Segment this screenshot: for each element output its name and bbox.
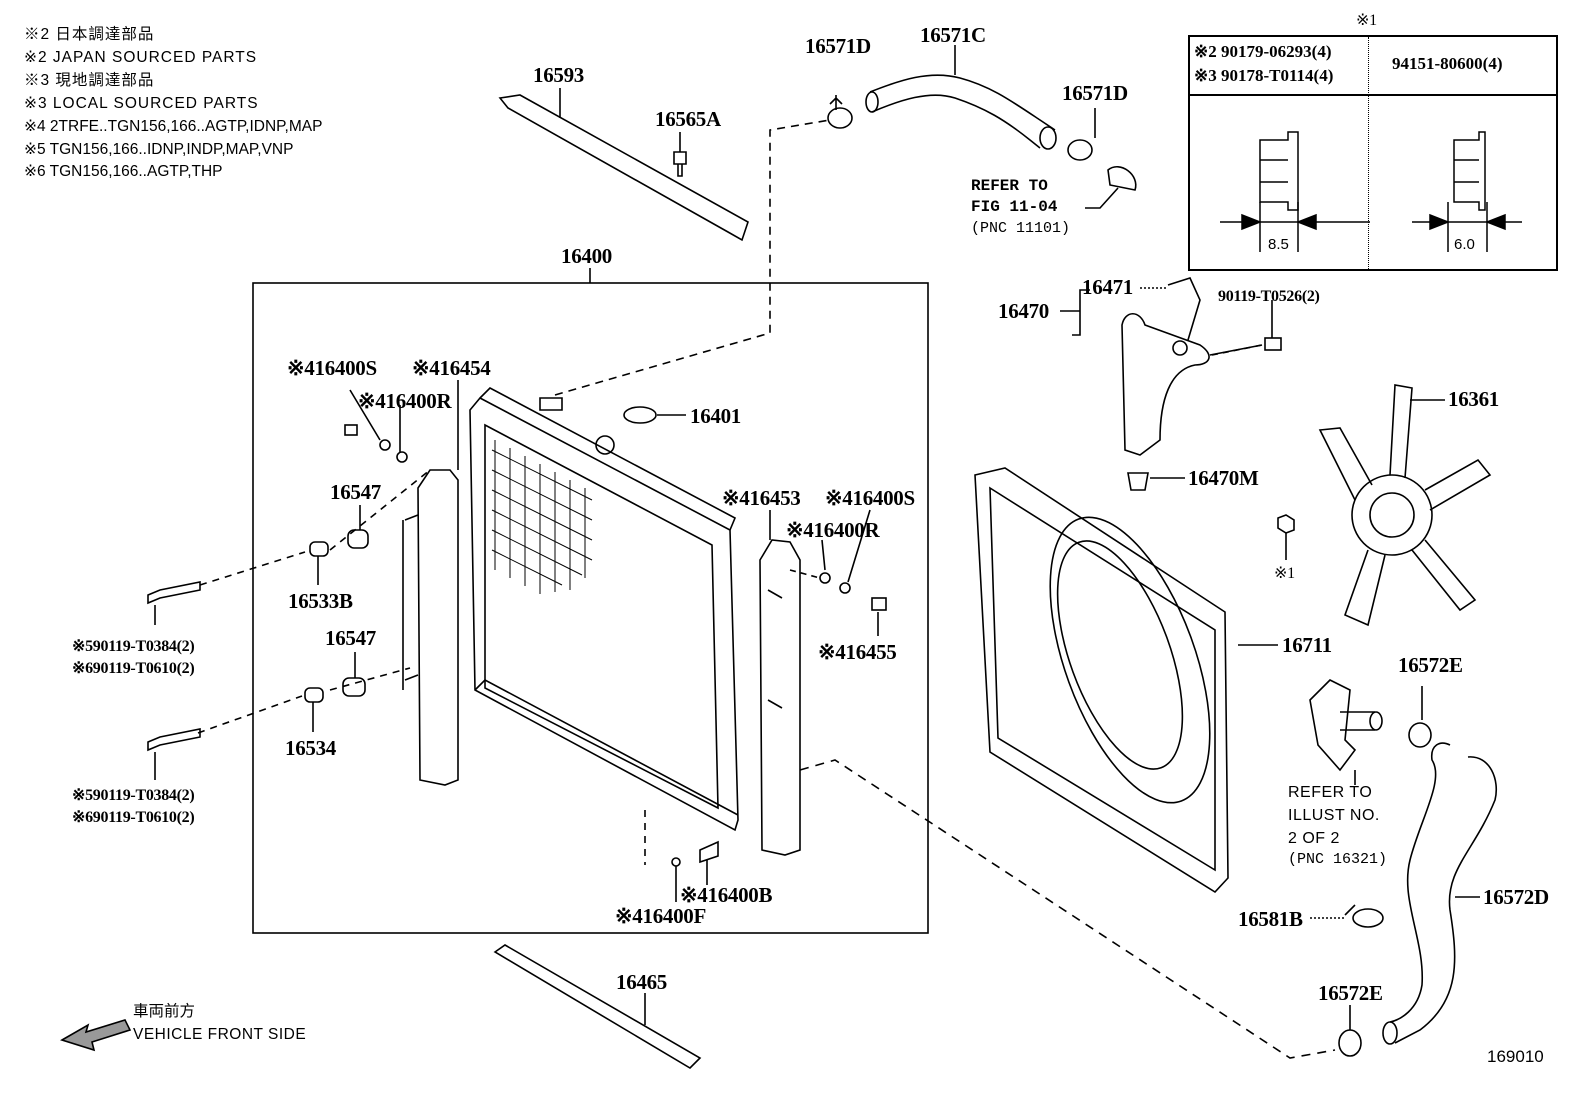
- part-label-16572E[interactable]: 16572E: [1318, 981, 1383, 1005]
- water-inlet-housing: [1309, 679, 1383, 785]
- radiator-16400: [469, 387, 739, 832]
- part-label-16400R[interactable]: ※416400R: [786, 518, 880, 542]
- part-label-16533B[interactable]: 16533B: [288, 589, 353, 613]
- reference-line: ILLUST NO.: [1288, 807, 1380, 824]
- part-label-16581B[interactable]: 16581B: [1238, 907, 1303, 931]
- drain-cock-16400B: [644, 810, 719, 902]
- engine-outlet-pipe: [1107, 166, 1137, 191]
- note-line: ※2 JAPAN SOURCED PARTS: [24, 49, 258, 66]
- vehicle-front-label-jp: 車両前方: [133, 1003, 196, 1020]
- part-label-90119-T0610[interactable]: ※690119-T0610(2): [72, 809, 195, 826]
- part-label-16361[interactable]: 16361: [1448, 387, 1500, 411]
- reference-line: REFER TO: [1288, 784, 1373, 801]
- note-line: ※6 TGN156,166..AGTP,THP: [24, 163, 223, 180]
- bolts-right: [789, 509, 887, 636]
- bolts-left: [147, 389, 431, 780]
- part-label-16470[interactable]: 16470: [998, 299, 1050, 323]
- nut-table: ※2 90179-06293(4) ※3 90178-T0114(4) 9415…: [1188, 35, 1558, 271]
- part-label-16547[interactable]: 16547: [330, 480, 382, 504]
- clamp-16581B: [1310, 904, 1384, 928]
- vehicle-front-arrow-icon: [60, 1019, 132, 1052]
- clamp-16571D: [827, 95, 1096, 161]
- radiator-cap-16401: [623, 406, 657, 424]
- part-label-16470M[interactable]: 16470M: [1188, 466, 1259, 490]
- note-line: ※4 2TRFE..TGN156,166..AGTP,IDNP,MAP: [24, 118, 323, 135]
- part-label-mark-1[interactable]: ※1: [1274, 565, 1295, 582]
- nut-part-number: 94151-80600(4): [1392, 54, 1503, 73]
- seal-16465: [493, 944, 702, 1070]
- part-label-16400S[interactable]: ※416400S: [825, 486, 915, 510]
- nut-dimension: 6.0: [1454, 236, 1475, 253]
- dashed-hose-route: [799, 759, 1336, 1059]
- part-label-16455[interactable]: ※416455: [818, 640, 897, 664]
- part-label-90119-T0384[interactable]: ※590119-T0384(2): [72, 638, 195, 655]
- side-bracket-16453: [759, 510, 801, 856]
- fan-shroud-16711: [974, 467, 1278, 894]
- part-label-16565A[interactable]: 16565A: [655, 107, 721, 131]
- fan-16361: [1277, 384, 1492, 627]
- part-label-16400F[interactable]: ※416400F: [615, 904, 707, 928]
- hose-16572D: [1382, 742, 1497, 1045]
- note-line: ※3 現地調達部品: [24, 72, 155, 89]
- reference-line: FIG 11-04: [971, 198, 1058, 216]
- assembly-box-16400: [252, 282, 929, 934]
- reference-line: (PNC 16321): [1288, 851, 1388, 868]
- note-line: ※2 日本調達部品: [24, 26, 155, 43]
- part-label-16572E[interactable]: 16572E: [1398, 653, 1463, 677]
- part-label-16571C[interactable]: 16571C: [920, 23, 986, 47]
- clip-16565A: [673, 132, 687, 177]
- part-label-16593[interactable]: 16593: [533, 63, 585, 87]
- part-label-16453[interactable]: ※416453: [722, 486, 801, 510]
- figure-number: 169010: [1487, 1047, 1544, 1066]
- cap-16470M: [1127, 472, 1185, 491]
- part-label-90119-T0526[interactable]: 90119-T0526(2): [1218, 288, 1320, 305]
- part-label-16571D[interactable]: 16571D: [805, 34, 871, 58]
- part-label-16471[interactable]: 16471: [1082, 275, 1134, 299]
- reservoir-tank-16470: [1060, 277, 1282, 456]
- part-label-90119-T0384[interactable]: ※590119-T0384(2): [72, 787, 195, 804]
- reference-line: REFER TO: [971, 177, 1048, 195]
- hose-16571C: [865, 45, 1057, 150]
- part-label-16400R[interactable]: ※416400R: [358, 389, 452, 413]
- part-label-16400[interactable]: 16400: [561, 244, 613, 268]
- part-label-16401[interactable]: 16401: [690, 404, 742, 428]
- note-line: ※3 LOCAL SOURCED PARTS: [24, 95, 259, 112]
- side-bracket-16454: [402, 380, 459, 786]
- part-label-16572D[interactable]: 16572D: [1483, 885, 1549, 909]
- part-label-16454[interactable]: ※416454: [412, 356, 491, 380]
- part-label-16547[interactable]: 16547: [325, 626, 377, 650]
- nut-icon: [1220, 131, 1522, 252]
- nut-table-marker: ※1: [1356, 12, 1377, 29]
- part-label-16400S[interactable]: ※416400S: [287, 356, 377, 380]
- note-line: ※5 TGN156,166..IDNP,INDP,MAP,VNP: [24, 141, 294, 158]
- reference-line: (PNC 11101): [971, 220, 1071, 237]
- part-label-90119-T0610[interactable]: ※690119-T0610(2): [72, 660, 195, 677]
- nut-part-number: ※3 90178-T0114(4): [1194, 66, 1334, 85]
- reference-line: 2 OF 2: [1288, 830, 1340, 847]
- part-label-16571D[interactable]: 16571D: [1062, 81, 1128, 105]
- nut-part-number: ※2 90179-06293(4): [1194, 42, 1332, 61]
- part-label-16465[interactable]: 16465: [616, 970, 668, 994]
- clamps-16572E: [1338, 686, 1432, 1057]
- radiator-support-16593: [498, 88, 749, 242]
- nut-dimension: 8.5: [1268, 236, 1289, 253]
- vehicle-front-label: VEHICLE FRONT SIDE: [133, 1026, 307, 1043]
- part-label-16400B[interactable]: ※416400B: [680, 883, 773, 907]
- part-label-16711[interactable]: 16711: [1282, 633, 1332, 657]
- part-label-16534[interactable]: 16534: [285, 736, 337, 760]
